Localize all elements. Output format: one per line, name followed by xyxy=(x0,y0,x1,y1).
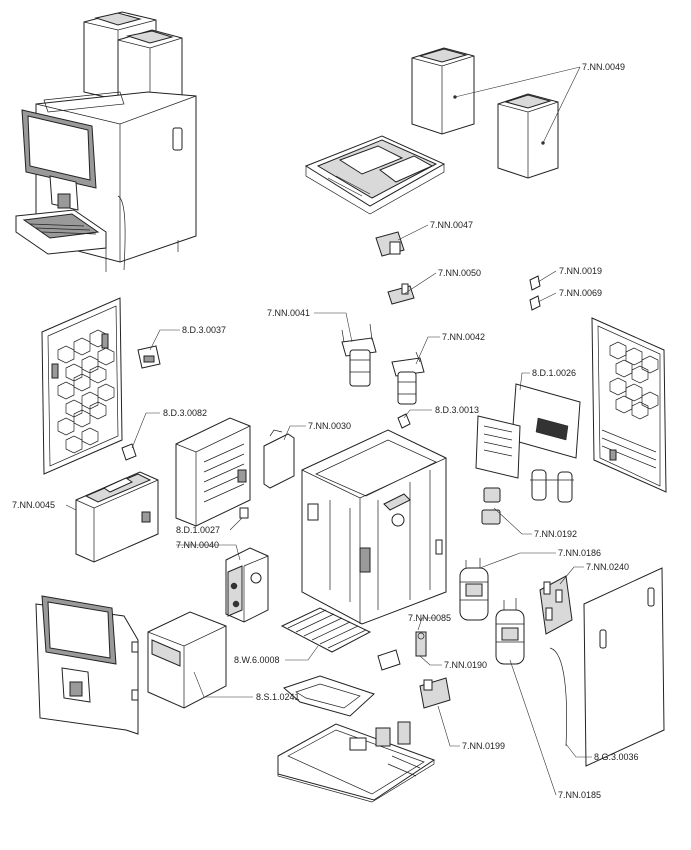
label-7nn0240: 7.NN.0240 xyxy=(586,562,629,572)
label-7nn0190: 7.NN.0190 xyxy=(444,660,487,670)
label-7nn0019: 7.NN.0019 xyxy=(559,266,602,276)
label-7nn0069: 7.NN.0069 xyxy=(559,288,602,298)
label-7nn0042: 7.NN.0042 xyxy=(442,332,485,342)
heater-cylinders xyxy=(459,558,525,665)
label-7nn0045: 7.NN.0045 xyxy=(12,500,55,510)
label-7nn0050: 7.NN.0050 xyxy=(438,268,481,278)
cabinet-0040 xyxy=(175,417,251,527)
front-panel-display xyxy=(35,595,139,735)
valve-group-0240 xyxy=(539,575,573,635)
label-7nn0030: 7.NN.0030 xyxy=(308,421,351,431)
side-door xyxy=(549,567,665,767)
pump-parts xyxy=(377,631,427,671)
valve-block-0199 xyxy=(419,677,451,709)
label-7nn0085: 7.NN.0085 xyxy=(408,613,451,623)
brew-cylinders xyxy=(341,323,425,405)
label-7nn0192: 7.NN.0192 xyxy=(534,529,577,539)
drip-tray-lid xyxy=(283,675,375,717)
label-7nn0186: 7.NN.0186 xyxy=(558,548,601,558)
label-8w60008: 8.W.6.0008 xyxy=(234,655,280,665)
small-parts xyxy=(121,231,541,519)
top-cover-plate xyxy=(304,135,446,215)
power-module xyxy=(225,547,269,623)
label-7nn0199: 7.NN.0199 xyxy=(462,741,505,751)
label-7nn0049: 7.NN.0049 xyxy=(582,62,625,72)
central-frame xyxy=(301,429,447,625)
label-7nn0040: 7.NN.0040 xyxy=(176,540,219,550)
grounds-box xyxy=(147,611,227,709)
left-side-panel xyxy=(41,297,123,475)
label-8s10241: 8.S.1.0241 xyxy=(256,692,300,702)
container-0045 xyxy=(75,471,159,563)
coffee-machine-assembly xyxy=(15,11,197,272)
label-8d30013: 8.D.3.0013 xyxy=(435,405,479,415)
control-board xyxy=(475,383,581,479)
label-8d10027: 8.D.1.0027 xyxy=(176,525,220,535)
label-7nn0185: 7.NN.0185 xyxy=(558,790,601,800)
label-8d30037: 8.D.3.0037 xyxy=(182,325,226,335)
valve-assembly-0192 xyxy=(481,469,574,525)
drip-grate xyxy=(280,607,372,653)
label-7nn0041: 7.NN.0041 xyxy=(267,308,310,318)
bean-hoppers xyxy=(411,47,559,179)
right-back-panel xyxy=(591,317,667,493)
label-8g30036: 8.G.3.0036 xyxy=(594,752,639,762)
label-8d10026: 8.D.1.0026 xyxy=(532,368,576,378)
part-labels: 7.NN.0049 7.NN.0047 7.NN.0050 7.NN.0019 … xyxy=(12,62,639,800)
base-assembly xyxy=(277,721,436,803)
leader-lines xyxy=(65,66,592,796)
label-8d30082: 8.D.3.0082 xyxy=(163,408,207,418)
bracket-0030 xyxy=(263,429,295,489)
label-7nn0047: 7.NN.0047 xyxy=(430,220,473,230)
